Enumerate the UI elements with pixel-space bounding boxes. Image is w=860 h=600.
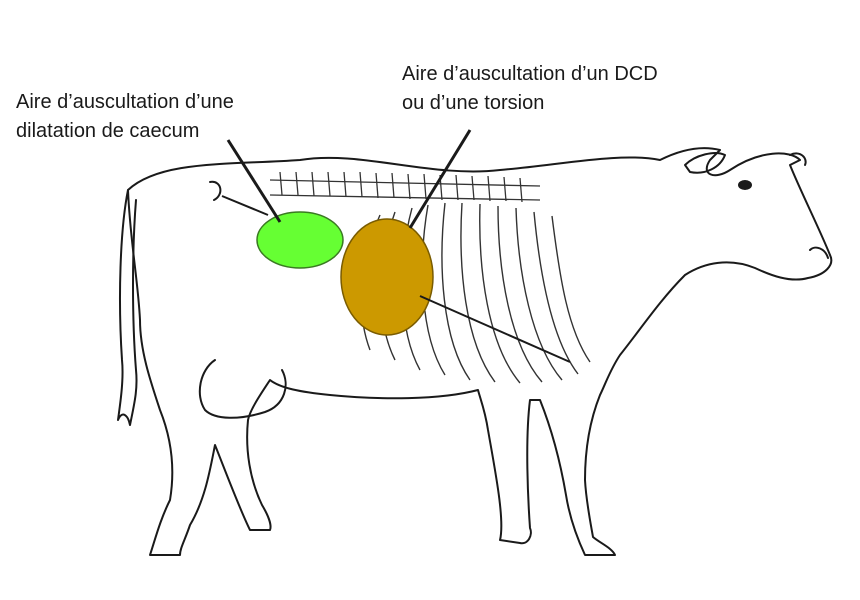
caecum-area bbox=[256, 211, 344, 269]
flank-line bbox=[221, 195, 269, 216]
cow-outline bbox=[127, 147, 833, 556]
caecum-label-line2: dilatation de caecum bbox=[16, 120, 200, 142]
udder bbox=[198, 359, 287, 419]
muzzle bbox=[809, 246, 829, 259]
hip-mark bbox=[209, 180, 222, 201]
caecum-label: Aire d’auscultation d’une dilatation de … bbox=[16, 88, 234, 146]
caecum-pointer bbox=[226, 139, 282, 223]
vertebrae bbox=[269, 171, 541, 203]
dcd-area bbox=[340, 218, 434, 336]
eye-icon bbox=[738, 180, 752, 190]
caecum-label-line1: Aire d’auscultation d’une bbox=[16, 91, 234, 113]
dcd-pointer bbox=[408, 129, 472, 229]
ear bbox=[684, 152, 726, 174]
dcd-label: Aire d’auscultation d’un DCD ou d’une to… bbox=[402, 60, 658, 118]
tail bbox=[117, 189, 138, 426]
rib-line bbox=[419, 295, 571, 363]
horn bbox=[789, 152, 807, 166]
dcd-label-line2: ou d’une torsion bbox=[402, 92, 545, 114]
dcd-label-line1: Aire d’auscultation d’un DCD bbox=[402, 63, 658, 85]
